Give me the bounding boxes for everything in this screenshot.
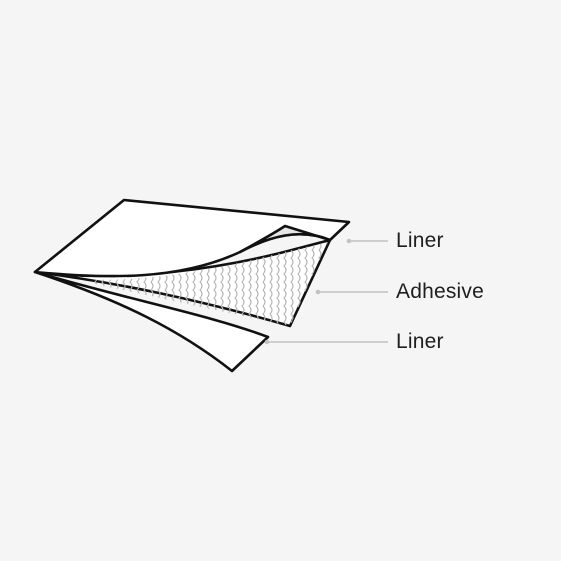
- adhesive-wave: [283, 242, 287, 326]
- top-liner-label: Liner: [396, 229, 444, 252]
- adhesive-wave: [234, 242, 238, 326]
- leader-lines: [264, 238, 388, 345]
- leader-dot-adhesive: [315, 289, 321, 295]
- adhesive-wave: [241, 242, 245, 326]
- leader-dot-top-liner: [346, 238, 352, 244]
- bottom-liner-sheet: [33, 270, 270, 373]
- adhesive-label: Adhesive: [396, 280, 484, 303]
- adhesive-wave: [269, 242, 273, 326]
- adhesive-wave: [227, 242, 231, 326]
- adhesive-wave: [290, 242, 294, 326]
- bottom-liner-label: Liner: [396, 330, 444, 353]
- adhesive-wave: [248, 242, 252, 326]
- adhesive-wave: [255, 242, 259, 326]
- peeled-corner: [238, 224, 332, 254]
- adhesive-wave: [262, 242, 266, 326]
- adhesive-wave: [276, 242, 280, 326]
- leader-dot-bottom-liner: [264, 339, 270, 345]
